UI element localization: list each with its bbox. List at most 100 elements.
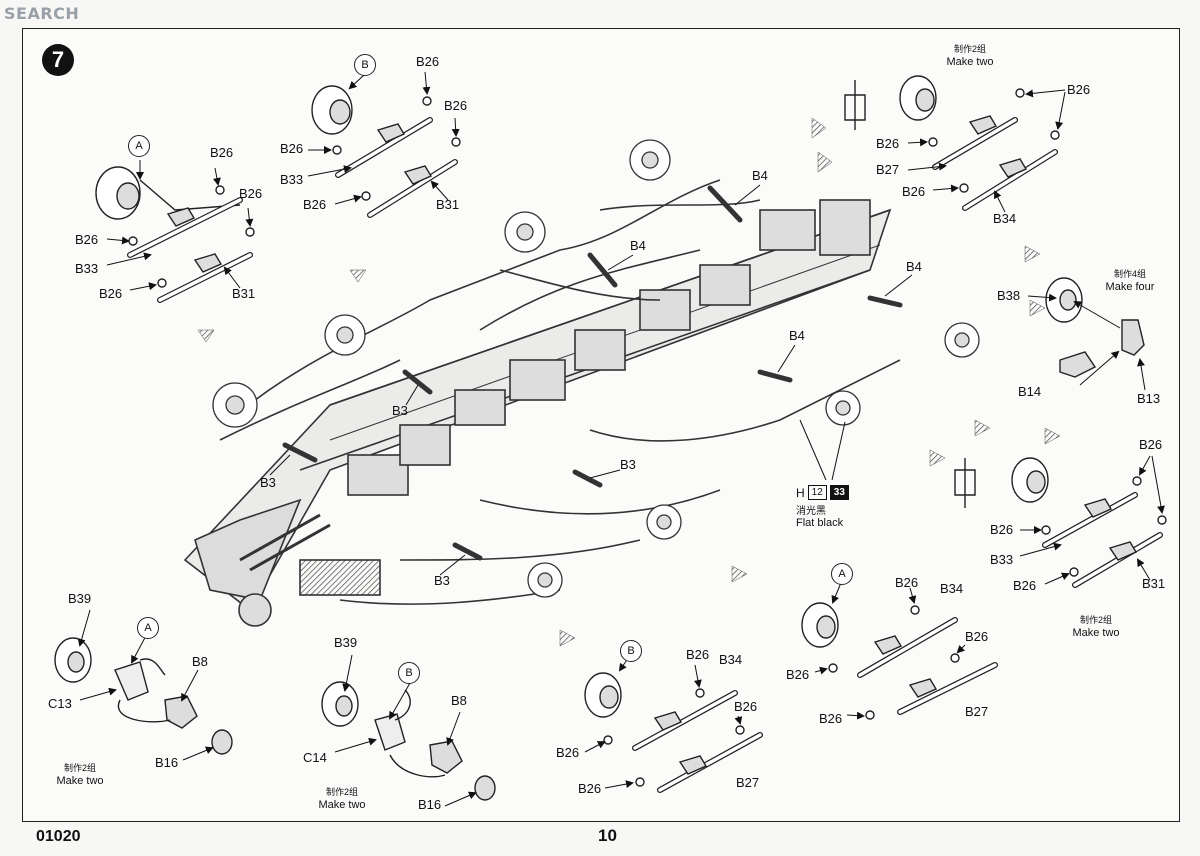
part-label: B26 [786, 667, 810, 682]
part-label: B26 [578, 781, 602, 796]
axle-assembly-right-middle [954, 457, 1167, 588]
note-cn: 制作2组 [953, 44, 987, 54]
paint-name-en: Flat black [796, 517, 844, 529]
part-label: B26 [416, 54, 440, 69]
part-label: B27 [876, 162, 900, 177]
part-label: B26 [965, 629, 989, 644]
make-four-note: 制作4组 Make four [1106, 268, 1155, 294]
marker-a: A [831, 563, 853, 585]
make-two-note: 制作2组 Make two [56, 762, 103, 788]
axle-assembly-top-middle [311, 85, 461, 218]
part-label: B4 [789, 328, 805, 343]
part-label: B4 [630, 238, 646, 253]
make-two-note: 制作2组 Make two [1072, 614, 1119, 640]
marker-a: A [128, 135, 150, 157]
note-en: Make two [318, 799, 366, 811]
product-code: 01020 [36, 828, 81, 845]
part-label: B4 [752, 168, 768, 183]
marker-b: B [354, 54, 376, 76]
part-label: B26 [902, 184, 926, 199]
part-label: B26 [239, 186, 263, 201]
part-label: B4 [906, 259, 922, 274]
callout-lines [269, 184, 913, 576]
axle-assembly-bottom-right [801, 602, 998, 720]
part-label: B26 [210, 145, 234, 160]
paint-callout: H 12 33 消光黑 Flat black [796, 485, 849, 529]
part-label: B26 [819, 711, 843, 726]
axle-assembly-top-left [95, 166, 255, 303]
part-label: B31 [232, 286, 256, 301]
note-en: Make two [946, 56, 994, 68]
page-number: 10 [598, 826, 617, 845]
part-label: B26 [99, 286, 123, 301]
part-label: B26 [280, 141, 304, 156]
part-label: B3 [260, 475, 276, 490]
part-label: B14 [1018, 384, 1042, 399]
part-label: B13 [1137, 391, 1161, 406]
part-label: B8 [451, 693, 467, 708]
note-cn: 制作2组 [63, 763, 97, 773]
part-label: B3 [620, 457, 636, 472]
marker-b: B [620, 640, 642, 662]
part-label: B26 [686, 647, 710, 662]
paint-number-2: 33 [829, 485, 849, 500]
part-label: B33 [280, 172, 304, 187]
part-label: B26 [303, 197, 327, 212]
brake-assembly-bottom-left [54, 637, 233, 755]
part-label: B26 [734, 699, 758, 714]
part-label: B3 [434, 573, 450, 588]
part-label: B26 [556, 745, 580, 760]
part-label: B39 [68, 591, 92, 606]
part-label: B26 [75, 232, 99, 247]
part-label: B27 [736, 775, 760, 790]
watermark: SEARCH [4, 4, 79, 23]
paint-number-1: 12 [807, 485, 827, 500]
marker-b: B [398, 662, 420, 684]
part-label: B31 [1142, 576, 1166, 591]
part-label: B34 [993, 211, 1017, 226]
note-en: Make two [1072, 627, 1120, 639]
drive-shafts [282, 185, 903, 561]
part-label: B26 [876, 136, 900, 151]
watermark-part-b: SEARCH [4, 4, 80, 23]
chassis-hubs [212, 139, 980, 598]
direction-arrows [197, 117, 1061, 647]
part-label: B26 [990, 522, 1014, 537]
note-en: Make four [1105, 281, 1155, 293]
part-label: C13 [48, 696, 72, 711]
part-label: B27 [965, 704, 989, 719]
axle-assembly-top-right [844, 75, 1060, 211]
part-label: B16 [155, 755, 179, 770]
part-label: B33 [990, 552, 1014, 567]
note-en: Make two [56, 775, 104, 787]
part-label: B34 [719, 652, 743, 667]
axle-assembly-bottom-center [584, 672, 763, 793]
brake-assembly-bottom-middle [321, 681, 496, 801]
part-label: B26 [1067, 82, 1091, 97]
marker-a: A [137, 617, 159, 639]
part-label: B31 [436, 197, 460, 212]
make-two-note: 制作2组 Make two [946, 43, 993, 69]
part-label: B16 [418, 797, 442, 812]
part-label: B8 [192, 654, 208, 669]
chassis-frame [183, 179, 901, 627]
part-label: B26 [1013, 578, 1037, 593]
part-label: B33 [75, 261, 99, 276]
part-label: B26 [444, 98, 468, 113]
part-label: B26 [895, 575, 919, 590]
part-label: B38 [997, 288, 1021, 303]
part-label: B3 [392, 403, 408, 418]
paint-code: H [796, 485, 805, 500]
step-number: 7 [42, 44, 74, 76]
brake-assembly-right [1045, 277, 1145, 378]
part-label: B34 [940, 581, 964, 596]
make-two-note: 制作2组 Make two [318, 786, 365, 812]
part-label: B26 [1139, 437, 1163, 452]
part-label: B39 [334, 635, 358, 650]
note-cn: 制作2组 [325, 787, 359, 797]
part-label: C14 [303, 750, 327, 765]
note-cn: 制作4组 [1113, 269, 1147, 279]
paint-name-cn: 消光黑 [796, 506, 826, 517]
note-cn: 制作2组 [1079, 615, 1113, 625]
